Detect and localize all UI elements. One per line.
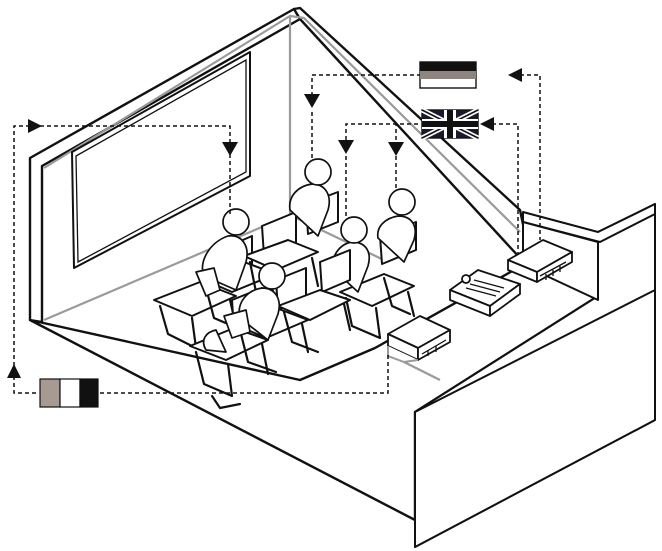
listener-2 [288, 158, 332, 237]
booth-front-face [414, 289, 656, 548]
legend [39, 61, 480, 408]
listener-4 [376, 188, 417, 263]
audience [153, 158, 417, 410]
arrow-mid-down-a [338, 140, 354, 154]
signal-path-mid-right [492, 123, 519, 254]
arrow-left-top [28, 119, 42, 133]
signal-path-top [311, 74, 420, 96]
floor-radiator [449, 269, 521, 317]
arrow-top-down [304, 94, 320, 108]
back-row-listeners [195, 158, 417, 297]
listener-1 [195, 208, 250, 297]
language-flag-stripes [419, 61, 477, 89]
front-row-chairs [189, 249, 352, 410]
receiver-unit [387, 315, 451, 364]
arrow-top-left [508, 68, 522, 82]
cable [403, 361, 441, 381]
signal-path-left [13, 125, 231, 394]
signal-path-top-right [520, 74, 541, 240]
booth-transmitter [507, 239, 573, 283]
devices [387, 239, 573, 381]
color-swatches [39, 378, 99, 408]
listener-6 [202, 329, 227, 353]
signal-paths [7, 68, 541, 394]
signal-path-left-bottom [100, 352, 389, 394]
screen-inner [75, 58, 247, 264]
projection-screen [71, 51, 251, 269]
arrow-left-up [7, 364, 21, 378]
swatch-white [59, 378, 81, 408]
front-row-listeners [202, 262, 286, 353]
swatch-grey [39, 378, 61, 408]
inner-wall-line [43, 14, 521, 233]
swatch-black [79, 378, 99, 408]
uk-flag-icon [420, 107, 480, 141]
listener-5 [223, 262, 286, 341]
arrow-mid-down-b [388, 142, 404, 156]
arrow-screen-down [222, 142, 238, 156]
screen-frame [71, 51, 251, 269]
arrow-mid-left [480, 117, 494, 131]
